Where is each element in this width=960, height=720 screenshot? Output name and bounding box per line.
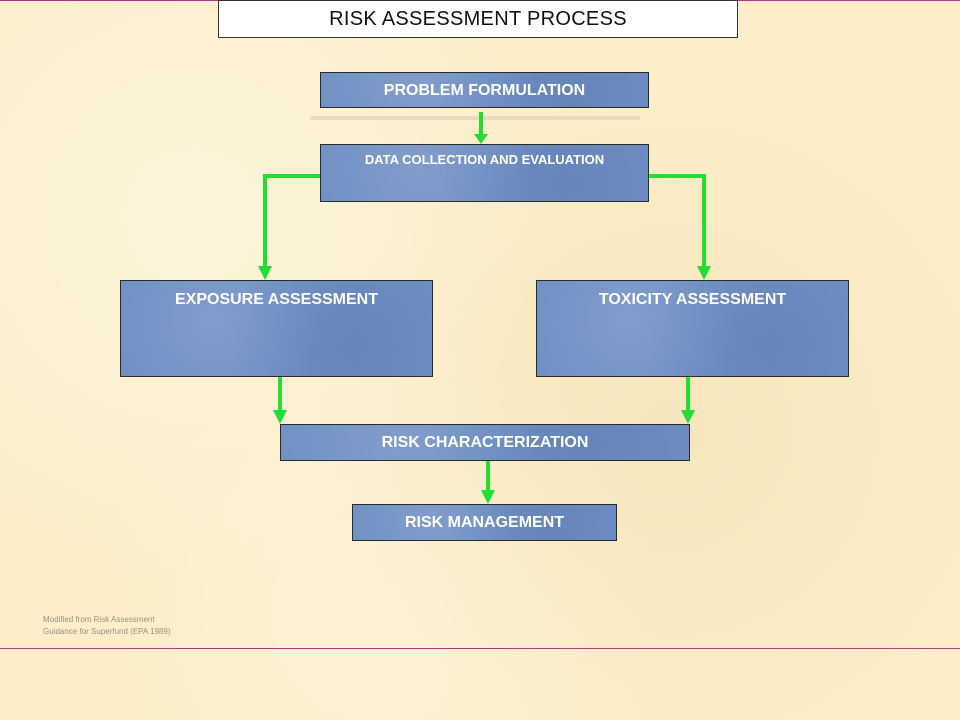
source-credit-line-1: Modified from Risk Assessment bbox=[43, 615, 155, 624]
bottom-rule-line bbox=[0, 648, 960, 649]
problem-formulation-box: PROBLEM FORMULATION bbox=[320, 72, 649, 108]
arrow-exposure-to-riskchar bbox=[273, 377, 287, 424]
diagram-title: RISK ASSESSMENT PROCESS bbox=[218, 0, 738, 38]
risk-management-label: RISK MANAGEMENT bbox=[404, 514, 565, 531]
risk-management-box: RISK MANAGEMENT bbox=[352, 504, 617, 541]
source-credit-line-2: Guidance for Superfund (EPA 1989) bbox=[43, 627, 171, 636]
exposure-assessment-label: EXPOSURE ASSESSMENT bbox=[174, 291, 378, 308]
exposure-assessment-box: EXPOSURE ASSESSMENT bbox=[120, 280, 433, 377]
diagram-title-text: RISK ASSESSMENT PROCESS bbox=[329, 7, 627, 30]
source-credit: Modified from Risk Assessment Guidance f… bbox=[43, 614, 171, 638]
toxicity-assessment-box: TOXICITY ASSESSMENT bbox=[536, 280, 849, 377]
arrow-data-to-exposure bbox=[258, 174, 320, 280]
arrow-riskchar-to-management bbox=[481, 461, 495, 504]
data-collection-box: DATA COLLECTION AND EVALUATION bbox=[320, 144, 649, 202]
risk-characterization-label: RISK CHARACTERIZATION bbox=[381, 434, 589, 451]
arrow-data-to-toxicity bbox=[649, 174, 711, 280]
arrow-toxicity-to-riskchar bbox=[681, 377, 695, 424]
toxicity-assessment-label: TOXICITY ASSESSMENT bbox=[598, 291, 787, 308]
problem-formulation-label: PROBLEM FORMULATION bbox=[383, 82, 586, 99]
divider-bar bbox=[310, 116, 640, 120]
data-collection-label: DATA COLLECTION AND EVALUATION bbox=[364, 152, 605, 167]
risk-characterization-box: RISK CHARACTERIZATION bbox=[280, 424, 690, 461]
